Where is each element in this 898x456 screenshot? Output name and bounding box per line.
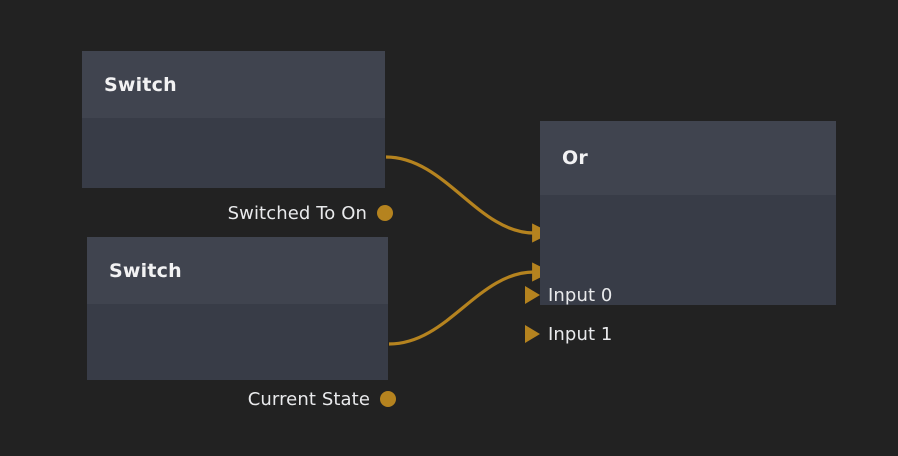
input-pin-row[interactable]: Input 1 <box>525 322 613 346</box>
output-pin-row[interactable]: Switched To On <box>227 201 393 225</box>
node-body-switch-2: Current State <box>87 304 396 410</box>
node-header-switch-2[interactable]: Switch <box>87 237 388 304</box>
output-pin-circle-icon[interactable] <box>377 205 393 221</box>
output-pin-label: Switched To On <box>227 202 367 224</box>
node-body-or-1: Input 0 Input 1 <box>525 195 836 345</box>
input-pin-arrow-icon[interactable] <box>525 286 540 304</box>
output-pin-label: Current State <box>247 388 370 410</box>
input-pin-arrow-icon[interactable] <box>525 325 540 343</box>
wire-current-state-to-input-1[interactable] <box>388 262 552 346</box>
node-title: Switch <box>109 259 182 282</box>
wire-switched-to-on-to-input-0[interactable] <box>385 155 552 243</box>
node-title: Or <box>562 147 588 169</box>
node-body-switch-1: Switched To On <box>82 118 393 224</box>
node-header-switch-1[interactable]: Switch <box>82 51 385 118</box>
output-pin-row[interactable]: Current State <box>247 387 396 411</box>
node-header-or-1[interactable]: Or <box>540 121 836 195</box>
node-title: Switch <box>104 73 177 96</box>
input-pin-label: Input 1 <box>548 323 613 345</box>
input-pin-label: Input 0 <box>548 284 613 306</box>
input-pin-row[interactable]: Input 0 <box>525 283 613 307</box>
output-pin-circle-icon[interactable] <box>380 391 396 407</box>
